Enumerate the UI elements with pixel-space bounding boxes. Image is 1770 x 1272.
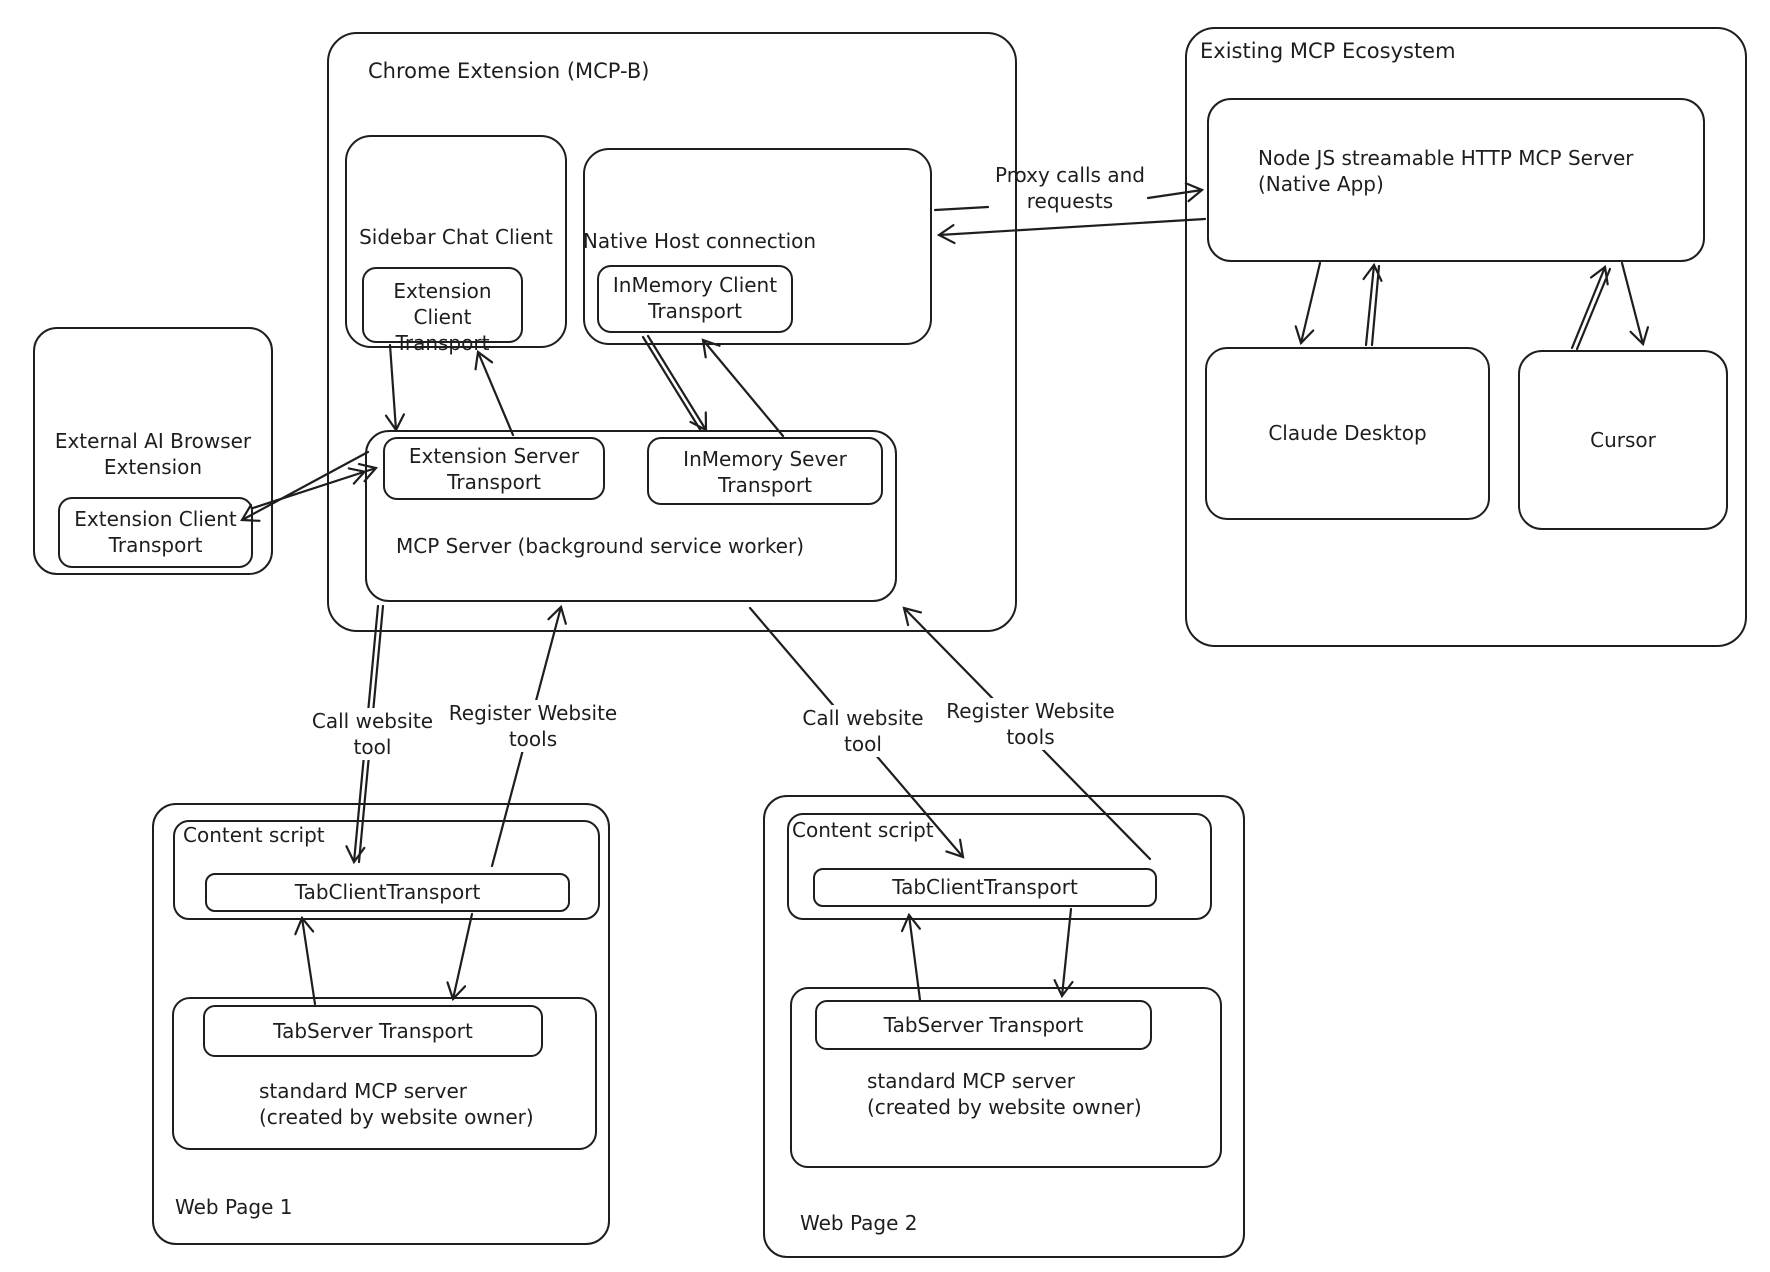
call-website-tool-label-2: Call website tool xyxy=(793,705,933,757)
content-script-1-label: Content script xyxy=(183,823,325,847)
sidebar-chat-client-box xyxy=(345,135,567,348)
standard-mcp-server-1-label: standard MCP server (created by website … xyxy=(259,1079,534,1129)
extension-server-transport-box xyxy=(383,437,605,500)
native-host-connection-label: Native Host connection xyxy=(582,229,817,253)
external-ai-extension-label: External AI Browser Extension xyxy=(54,429,252,479)
existing-mcp-ecosystem-title: Existing MCP Ecosystem xyxy=(1200,39,1456,63)
node-js-mcp-server-box xyxy=(1207,98,1705,262)
content-script-2-label: Content script xyxy=(792,818,934,842)
web-page-1-label: Web Page 1 xyxy=(175,1195,293,1219)
inmemory-client-transport-box xyxy=(597,265,793,333)
tab-server-transport-2-box xyxy=(815,1000,1152,1050)
register-website-tools-text-1: Register Website tools xyxy=(445,700,621,752)
register-website-tools-text-2: Register Website tools xyxy=(943,698,1118,750)
inmemory-sever-transport-box xyxy=(647,437,883,505)
claude-desktop-box xyxy=(1205,347,1490,520)
inmemory-client-transport-label: InMemory Client Transport xyxy=(612,273,778,323)
tab-client-transport-1-label: TabClientTransport xyxy=(294,880,481,904)
cursor-label: Cursor xyxy=(1590,428,1656,452)
standard-mcp-server-2-box xyxy=(790,987,1222,1168)
standard-mcp-server-2-label: standard MCP server (created by website … xyxy=(867,1069,1142,1119)
extension-client-transport-label-sidebar: Extension Client Transport xyxy=(393,279,492,355)
web-page-2-label: Web Page 2 xyxy=(800,1211,918,1235)
tab-client-transport-2-label: TabClientTransport xyxy=(892,875,1078,899)
claude-desktop-label: Claude Desktop xyxy=(1268,421,1427,445)
standard-mcp-server-1-box xyxy=(172,997,597,1150)
register-website-tools-label-1: Register Website tools xyxy=(443,700,623,752)
call-website-tool-label-1: Call website tool xyxy=(300,708,445,760)
tab-server-transport-1-box xyxy=(203,1005,543,1057)
content-script-1-box xyxy=(173,820,600,920)
tab-client-transport-1-box xyxy=(205,873,570,912)
chrome-extension-box xyxy=(327,32,1017,632)
node-js-mcp-server-label: Node JS streamable HTTP MCP Server (Nati… xyxy=(1258,146,1634,196)
extension-client-transport-box-external xyxy=(58,497,253,568)
call-website-tool-text-2: Call website tool xyxy=(799,705,927,757)
mcp-server-label: MCP Server (background service worker) xyxy=(395,534,805,558)
extension-client-transport-box-sidebar xyxy=(362,267,523,343)
cursor-box xyxy=(1518,350,1728,530)
sidebar-chat-client-label: Sidebar Chat Client xyxy=(359,225,553,249)
chrome-extension-title: Chrome Extension (MCP-B) xyxy=(368,59,650,83)
register-website-tools-label-2: Register Website tools xyxy=(938,698,1123,750)
extension-server-transport-label: Extension Server Transport xyxy=(408,444,580,494)
tab-client-transport-2-box xyxy=(813,868,1157,907)
tab-server-transport-1-label: TabServer Transport xyxy=(273,1019,473,1043)
extension-client-transport-label-external: Extension Client Transport xyxy=(74,507,237,557)
proxy-calls-label: Proxy calls and requests xyxy=(995,163,1145,213)
existing-mcp-ecosystem-box xyxy=(1185,27,1747,647)
inmemory-sever-transport-label: InMemory Sever Transport xyxy=(683,447,847,497)
tab-server-transport-2-label: TabServer Transport xyxy=(883,1013,1084,1037)
call-website-tool-text-1: Call website tool xyxy=(308,708,437,760)
